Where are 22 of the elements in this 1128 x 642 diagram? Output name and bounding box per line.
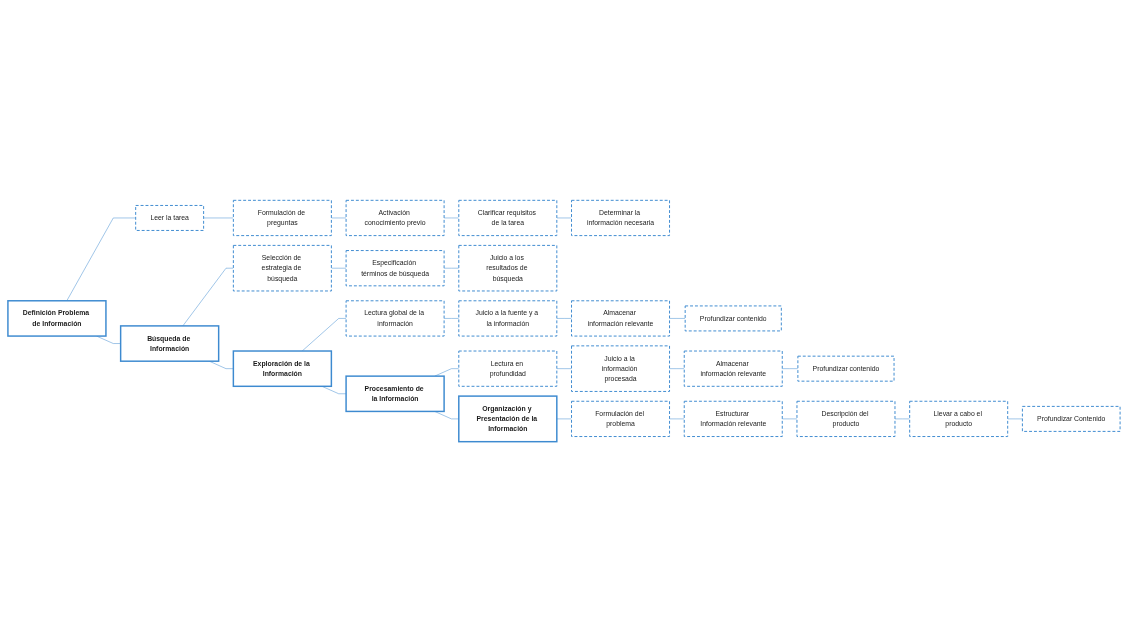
connector <box>556 318 572 319</box>
connector <box>556 368 572 369</box>
connector <box>434 368 460 377</box>
connector <box>66 217 136 302</box>
connector <box>301 318 347 352</box>
connector <box>443 318 460 319</box>
connector <box>782 368 799 369</box>
connector <box>556 217 572 219</box>
connector <box>894 418 910 420</box>
connector <box>669 318 686 319</box>
connector <box>331 217 347 219</box>
connector <box>209 360 234 369</box>
connector <box>556 418 572 420</box>
connector <box>669 368 685 369</box>
connector <box>782 418 798 420</box>
connector <box>443 217 460 219</box>
connector <box>443 267 460 269</box>
connector <box>669 418 685 420</box>
connector <box>331 267 347 269</box>
connector <box>1007 418 1023 420</box>
connector <box>203 217 234 219</box>
connector <box>182 267 234 327</box>
